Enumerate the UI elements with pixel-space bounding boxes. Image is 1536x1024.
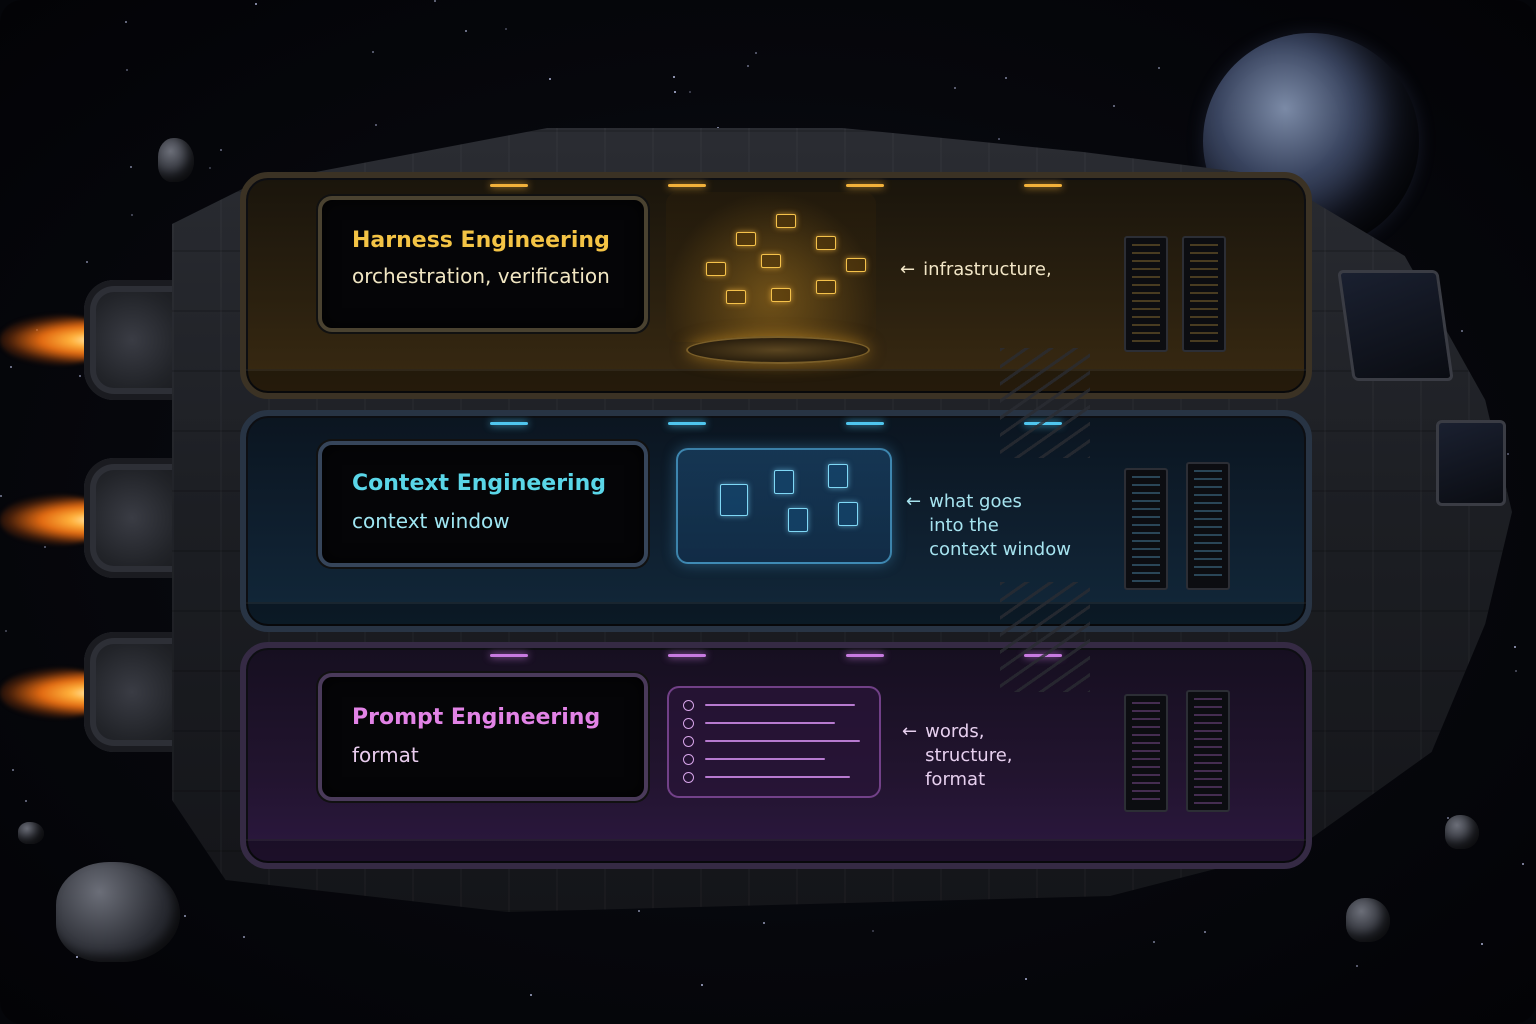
harness-note-line: infrastructure, xyxy=(923,259,1052,280)
server-rack xyxy=(1186,690,1230,812)
star xyxy=(126,69,128,71)
asteroid-icon xyxy=(158,138,194,182)
server-rack xyxy=(1124,236,1168,352)
star xyxy=(1025,978,1027,980)
star xyxy=(1005,77,1007,79)
star xyxy=(76,956,78,958)
star xyxy=(184,915,186,917)
context-note-line: context window xyxy=(929,539,1071,560)
star xyxy=(1461,330,1463,332)
cockpit-window xyxy=(1436,420,1506,506)
star xyxy=(872,930,874,932)
star xyxy=(763,922,765,924)
star xyxy=(243,936,245,938)
star xyxy=(747,65,749,67)
context-label-panel: Context Engineering context window xyxy=(318,441,648,567)
server-rack xyxy=(1182,236,1226,352)
star xyxy=(220,149,222,151)
star xyxy=(1515,670,1517,672)
document-network-icon xyxy=(676,448,892,564)
star xyxy=(1522,863,1524,865)
cockpit-window xyxy=(1337,270,1454,381)
workflow-diagram-icon xyxy=(666,192,876,342)
prompt-note-line: words, xyxy=(925,721,985,742)
asteroid-icon xyxy=(1445,815,1479,849)
holo-pedestal xyxy=(686,336,870,364)
star xyxy=(86,261,88,263)
harness-annotation: ← infrastructure, xyxy=(900,258,1052,282)
star xyxy=(701,984,703,986)
star xyxy=(465,30,467,32)
star xyxy=(12,769,14,771)
asteroid-icon xyxy=(1346,898,1390,942)
star xyxy=(1158,67,1160,69)
star xyxy=(1507,453,1509,455)
star xyxy=(673,76,675,78)
star xyxy=(10,366,12,368)
star xyxy=(125,21,127,23)
star xyxy=(954,87,956,89)
prompt-label-panel: Prompt Engineering format xyxy=(318,673,648,801)
left-arrow-icon: ← xyxy=(906,491,922,512)
server-rack xyxy=(1124,468,1168,590)
star xyxy=(434,0,436,2)
harness-subtitle: orchestration, verification xyxy=(352,264,610,288)
prompt-note-line: structure, xyxy=(925,745,1013,766)
context-title: Context Engineering xyxy=(352,471,607,496)
star xyxy=(255,3,257,5)
asteroid-icon xyxy=(18,822,44,844)
left-arrow-icon: ← xyxy=(900,259,916,280)
star xyxy=(131,214,133,216)
star xyxy=(209,167,211,169)
star xyxy=(25,800,27,802)
star xyxy=(1447,817,1449,819)
star xyxy=(674,91,676,93)
star xyxy=(1204,931,1206,933)
star xyxy=(1514,646,1516,648)
staircase xyxy=(1000,348,1090,458)
server-rack xyxy=(1186,462,1230,590)
star xyxy=(130,166,132,168)
star xyxy=(689,91,691,93)
prompt-annotation: ← words, structure, format xyxy=(902,720,1013,792)
star xyxy=(1153,941,1155,943)
server-rack xyxy=(1124,694,1168,812)
harness-label-panel: Harness Engineering orchestration, verif… xyxy=(318,196,648,332)
star xyxy=(372,51,374,53)
harness-title: Harness Engineering xyxy=(352,228,610,253)
star xyxy=(638,910,640,912)
star xyxy=(1356,965,1358,967)
star xyxy=(0,495,2,497)
context-annotation: ← what goes into the context window xyxy=(906,490,1071,562)
star xyxy=(79,375,81,377)
star xyxy=(375,124,377,126)
asteroid-icon xyxy=(56,862,180,962)
star xyxy=(549,78,551,80)
context-note-line: what goes xyxy=(929,491,1022,512)
star xyxy=(998,138,1000,140)
star xyxy=(755,52,757,54)
context-note-line: into the xyxy=(929,515,999,536)
staircase xyxy=(1000,582,1090,692)
prompt-subtitle: format xyxy=(352,743,419,767)
star xyxy=(5,630,7,632)
star xyxy=(530,994,532,996)
left-arrow-icon: ← xyxy=(902,721,918,742)
prompt-title: Prompt Engineering xyxy=(352,705,601,730)
star xyxy=(1481,943,1483,945)
star xyxy=(1113,105,1115,107)
context-subtitle: context window xyxy=(352,509,510,533)
star xyxy=(505,28,507,30)
prompt-list-icon xyxy=(667,686,881,798)
star xyxy=(44,546,46,548)
prompt-note-line: format xyxy=(925,769,986,790)
